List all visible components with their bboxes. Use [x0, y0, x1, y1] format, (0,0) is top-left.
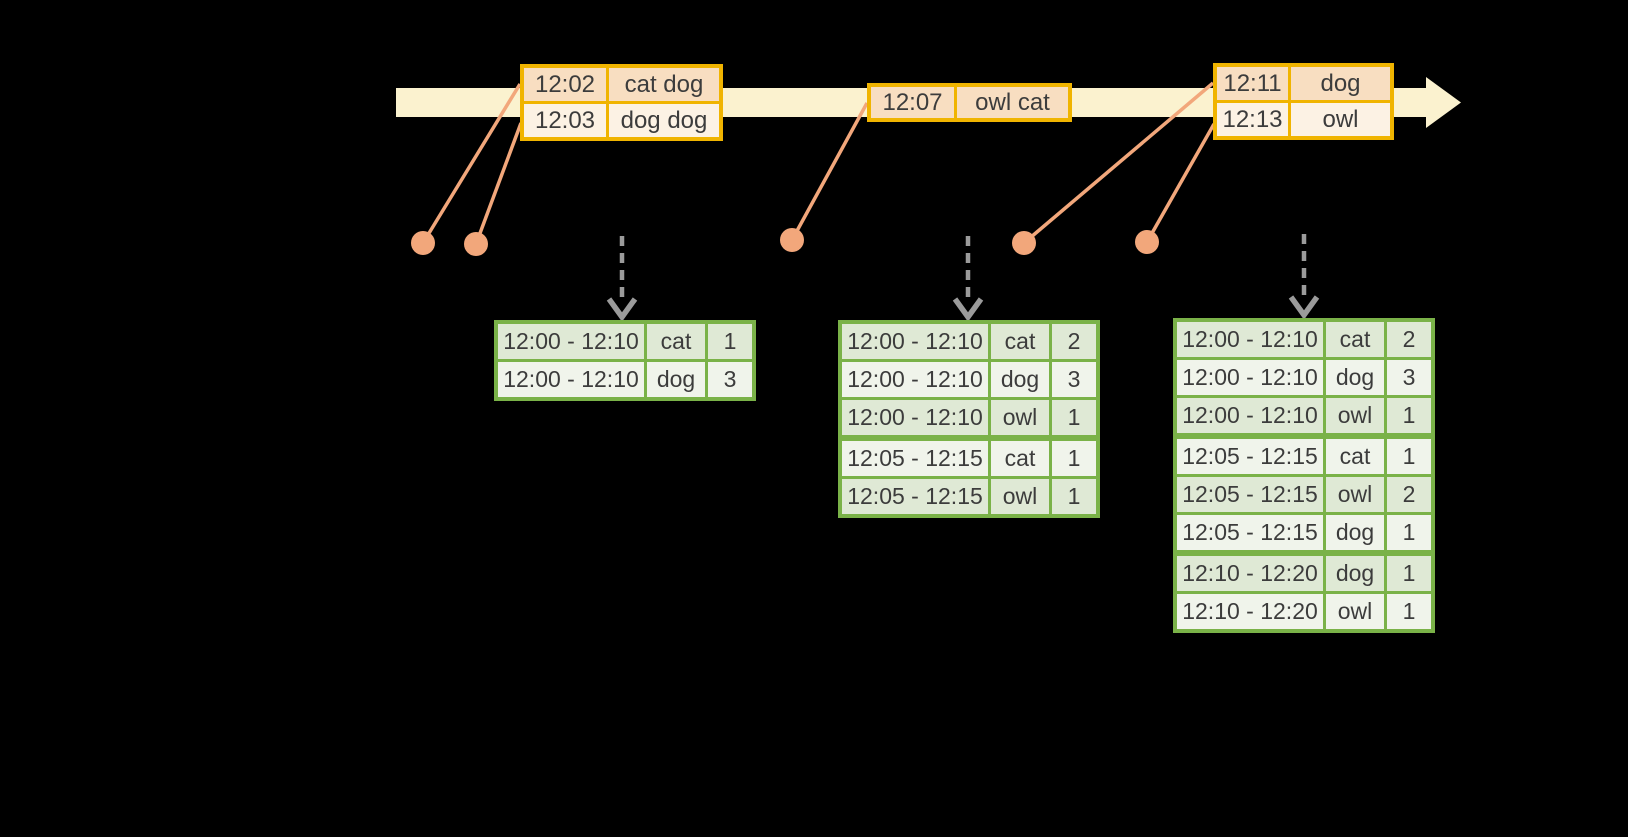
result-window: 12:00 - 12:10 — [842, 362, 988, 397]
result-window: 12:00 - 12:10 — [842, 400, 988, 435]
event-words: owl cat — [957, 87, 1068, 118]
result-count: 2 — [1052, 324, 1096, 359]
event-row: 12:07 owl cat — [871, 87, 1068, 118]
event-time: 12:13 — [1217, 103, 1288, 136]
result-word: dog — [1326, 556, 1384, 591]
event-time: 12:11 — [1217, 67, 1288, 100]
trigger-arrowhead-icon — [606, 297, 638, 322]
result-word: owl — [991, 400, 1049, 435]
result-window: 12:05 - 12:15 — [842, 479, 988, 514]
result-count: 1 — [708, 324, 752, 359]
result-count: 1 — [1387, 439, 1431, 474]
result-word: owl — [1326, 477, 1384, 512]
result-count: 1 — [1052, 400, 1096, 435]
result-row: 12:00 - 12:10 cat 1 — [498, 324, 752, 359]
result-row: 12:00 - 12:10 dog 3 — [842, 362, 1096, 397]
event-table-1: 12:02 cat dog 12:03 dog dog — [520, 64, 723, 141]
trigger-arrowhead-icon — [952, 297, 984, 322]
result-table-3: 12:00 - 12:10 cat 2 12:00 - 12:10 dog 3 … — [1173, 318, 1435, 633]
result-count: 3 — [1387, 360, 1431, 395]
event-table-3: 12:11 dog 12:13 owl — [1213, 63, 1394, 140]
event-table-2: 12:07 owl cat — [867, 83, 1072, 122]
result-count: 1 — [1387, 515, 1431, 550]
event-row: 12:02 cat dog — [524, 68, 719, 101]
result-count: 1 — [1387, 556, 1431, 591]
event-marker-dot — [411, 231, 435, 255]
result-window: 12:00 - 12:10 — [498, 324, 644, 359]
event-time: 12:02 — [524, 68, 606, 101]
result-count: 3 — [708, 362, 752, 397]
event-time: 12:03 — [524, 104, 606, 137]
result-count: 2 — [1387, 477, 1431, 512]
trigger-arrowhead-icon — [1288, 295, 1320, 320]
event-row: 12:13 owl — [1217, 103, 1390, 136]
timeline-arrowhead-icon — [1426, 77, 1461, 128]
result-count: 2 — [1387, 322, 1431, 357]
result-row: 12:00 - 12:10 owl 1 — [842, 400, 1096, 435]
result-window: 12:05 - 12:15 — [1177, 515, 1323, 550]
result-row: 12:05 - 12:15 cat 1 — [1177, 439, 1431, 474]
event-row: 12:03 dog dog — [524, 104, 719, 137]
result-window: 12:00 - 12:10 — [1177, 398, 1323, 433]
event-marker-dot — [464, 232, 488, 256]
result-word: cat — [991, 441, 1049, 476]
event-row: 12:11 dog — [1217, 67, 1390, 100]
event-words: cat dog — [609, 68, 719, 101]
result-word: dog — [1326, 515, 1384, 550]
result-count: 1 — [1387, 594, 1431, 629]
event-marker-line — [790, 102, 869, 241]
result-count: 3 — [1052, 362, 1096, 397]
event-marker-line — [474, 122, 523, 245]
result-window: 12:00 - 12:10 — [1177, 360, 1323, 395]
result-row: 12:00 - 12:10 owl 1 — [1177, 398, 1431, 433]
event-marker-dot — [780, 228, 804, 252]
result-window: 12:05 - 12:15 — [1177, 477, 1323, 512]
result-row: 12:05 - 12:15 owl 2 — [1177, 477, 1431, 512]
result-word: dog — [647, 362, 705, 397]
result-word: cat — [1326, 439, 1384, 474]
event-marker-dot — [1012, 231, 1036, 255]
event-marker-line — [1022, 81, 1215, 245]
result-table-2: 12:00 - 12:10 cat 2 12:00 - 12:10 dog 3 … — [838, 320, 1100, 518]
result-row: 12:05 - 12:15 owl 1 — [842, 479, 1096, 514]
event-marker-line — [421, 83, 522, 244]
result-row: 12:05 - 12:15 cat 1 — [842, 441, 1096, 476]
result-count: 1 — [1052, 479, 1096, 514]
result-row: 12:10 - 12:20 dog 1 — [1177, 556, 1431, 591]
result-row: 12:10 - 12:20 owl 1 — [1177, 594, 1431, 629]
event-words: dog dog — [609, 104, 719, 137]
result-row: 12:00 - 12:10 dog 3 — [1177, 360, 1431, 395]
result-window: 12:10 - 12:20 — [1177, 556, 1323, 591]
event-words: dog — [1291, 67, 1390, 100]
result-count: 1 — [1387, 398, 1431, 433]
result-row: 12:00 - 12:10 cat 2 — [842, 324, 1096, 359]
result-count: 1 — [1052, 441, 1096, 476]
result-word: owl — [1326, 398, 1384, 433]
result-word: cat — [647, 324, 705, 359]
result-row: 12:00 - 12:10 dog 3 — [498, 362, 752, 397]
result-word: dog — [991, 362, 1049, 397]
event-words: owl — [1291, 103, 1390, 136]
result-row: 12:05 - 12:15 dog 1 — [1177, 515, 1431, 550]
event-marker-dot — [1135, 230, 1159, 254]
event-marker-line — [1145, 123, 1216, 243]
result-window: 12:05 - 12:15 — [842, 441, 988, 476]
result-table-1: 12:00 - 12:10 cat 1 12:00 - 12:10 dog 3 — [494, 320, 756, 401]
result-row: 12:00 - 12:10 cat 2 — [1177, 322, 1431, 357]
result-word: dog — [1326, 360, 1384, 395]
result-word: cat — [1326, 322, 1384, 357]
result-window: 12:00 - 12:10 — [1177, 322, 1323, 357]
result-window: 12:10 - 12:20 — [1177, 594, 1323, 629]
result-window: 12:05 - 12:15 — [1177, 439, 1323, 474]
event-time: 12:07 — [871, 87, 954, 118]
result-word: cat — [991, 324, 1049, 359]
result-window: 12:00 - 12:10 — [842, 324, 988, 359]
result-word: owl — [1326, 594, 1384, 629]
result-word: owl — [991, 479, 1049, 514]
result-window: 12:00 - 12:10 — [498, 362, 644, 397]
